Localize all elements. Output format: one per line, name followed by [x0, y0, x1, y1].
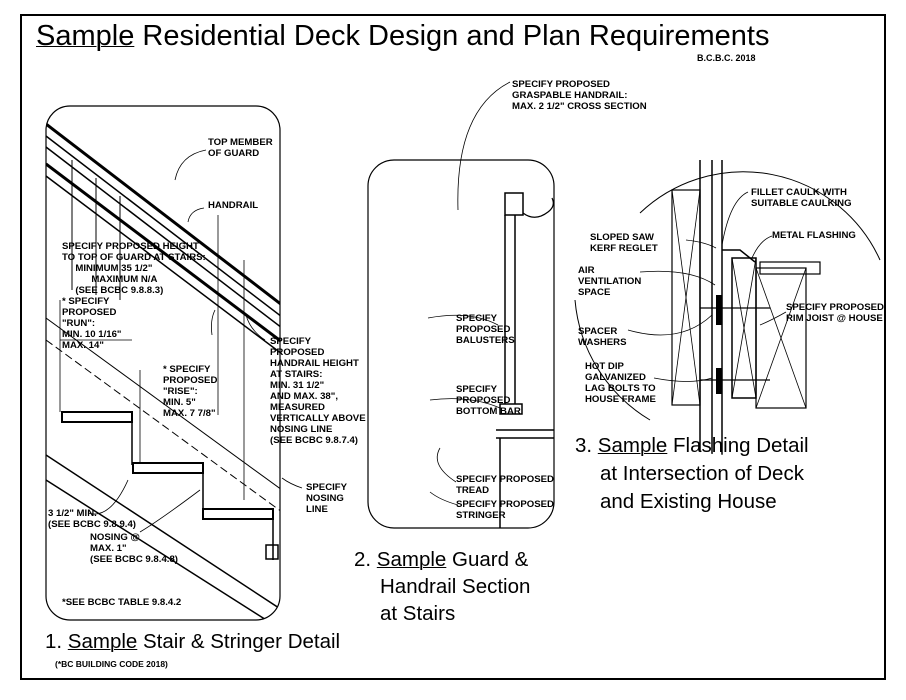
caption2-line2: Handrail Section — [380, 575, 531, 598]
caption3-number: 3. — [575, 434, 598, 457]
footnote: (*BC BUILDING CODE 2018) — [55, 659, 168, 669]
label-table-ref: *SEE BCBC TABLE 9.8.4.2 — [62, 597, 182, 608]
detail3-flashing — [574, 160, 881, 455]
label-min-3-5: 3 1/2" MIN. (SEE BCBC 9.8.9.4) — [48, 508, 136, 530]
label-top-member: TOP MEMBER OF GUARD — [208, 137, 273, 159]
label-handrail: HANDRAIL — [208, 200, 259, 211]
label-guard-height: SPECIFY PROPOSED HEIGHT TO TOP OF GUARD … — [62, 241, 206, 296]
drawing-border — [20, 14, 886, 680]
title-rest: Residential Deck Design and Plan Require… — [134, 20, 770, 52]
label-rim-joist: SPECIFY PROPOSED RIM JOIST @ HOUSE — [786, 302, 884, 324]
label-rise: * SPECIFY PROPOSED "RISE": MIN. 5" MAX. … — [163, 364, 218, 419]
label-run: * SPECIFY PROPOSED "RUN": MIN. 10 1/16" … — [62, 296, 122, 351]
label-bottom-bar: SPECIFY PROPOSED BOTTOM BAR — [456, 384, 521, 417]
code-reference: B.C.B.C. 2018 — [697, 53, 756, 63]
caption3-line3: and Existing House — [600, 490, 777, 513]
label-nosing-line: SPECIFY NOSING LINE — [306, 482, 348, 515]
caption-detail1: 1. Sample Stair & Stringer Detail — [45, 628, 340, 655]
detail1-stair — [46, 122, 303, 620]
label-lag-bolts: HOT DIP GALVANIZED LAG BOLTS TO HOUSE FR… — [585, 361, 656, 405]
detail1-frame — [45, 105, 281, 621]
label-tread: SPECIFY PROPOSED TREAD — [456, 474, 554, 496]
caption-detail2: 2. Sample Guard & — [354, 546, 528, 573]
title-sample-word: Sample — [36, 20, 135, 52]
label-stringer: SPECIFY PROPOSED STRINGER — [456, 499, 554, 521]
caption2-number: 2. — [354, 548, 377, 571]
detail2-section — [427, 81, 554, 528]
page-title: Sample Residential Deck Design and Plan … — [36, 22, 769, 51]
caption3-line2: at Intersection of Deck — [600, 462, 804, 485]
label-sloped-saw: SLOPED SAW KERF REGLET — [590, 232, 658, 254]
caption1-number: 1. — [45, 630, 68, 653]
caption-detail3: 3. Sample Flashing Detail — [575, 432, 809, 459]
caption2-line3: at Stairs — [380, 602, 456, 625]
label-handrail-height: SPECIFY PROPOSED HANDRAIL HEIGHT AT STAI… — [270, 336, 366, 446]
label-balusters: SPECIFY PROPOSED BALUSTERS — [456, 313, 515, 346]
caption3-sample: Sample — [597, 434, 668, 457]
label-graspable-handrail: SPECIFY PROPOSED GRASPABLE HANDRAIL: MAX… — [512, 79, 647, 112]
label-fillet-caulk: FILLET CAULK WITH SUITABLE CAULKING — [751, 187, 852, 209]
caption1-sample: Sample — [67, 630, 138, 653]
label-air-ventilation: AIR VENTILATION SPACE — [578, 265, 642, 298]
label-metal-flashing: METAL FLASHING — [772, 230, 856, 241]
label-spacer-washers: SPACER WASHERS — [578, 326, 627, 348]
label-nosing: NOSING @ MAX. 1" (SEE BCBC 9.8.4.8) — [90, 532, 178, 565]
caption2-sample: Sample — [376, 548, 447, 571]
caption1-rest: Stair & Stringer Detail — [137, 630, 341, 653]
caption3-line1-rest: Flashing Detail — [667, 434, 809, 457]
caption2-line1-rest: Guard & — [446, 548, 529, 571]
